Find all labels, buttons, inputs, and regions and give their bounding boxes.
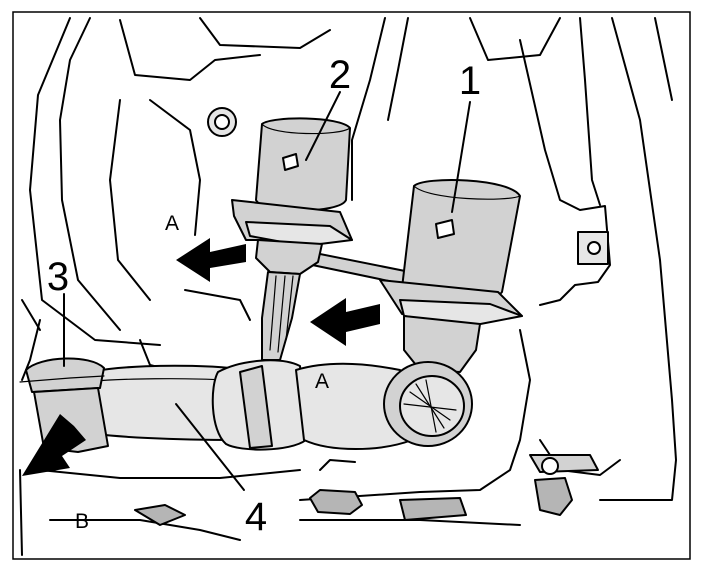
label-a-right: A [315, 370, 329, 393]
callout-4: 4 [245, 495, 267, 539]
callout-2: 2 [329, 53, 351, 97]
callout-1: 1 [459, 59, 481, 103]
leader-1 [451, 101, 471, 213]
connector-1 [379, 179, 523, 373]
callout-3: 3 [47, 255, 69, 299]
label-b: B [75, 510, 89, 533]
harness-sleeve [61, 359, 473, 451]
leader-2 [305, 91, 341, 161]
arrow-a-left [176, 238, 246, 282]
background-housing [19, 17, 677, 556]
connector-2 [231, 117, 353, 361]
arrow-b [22, 414, 86, 476]
label-a-left: A [165, 212, 179, 235]
leader-4 [175, 403, 245, 491]
arrow-a-right [310, 298, 380, 346]
